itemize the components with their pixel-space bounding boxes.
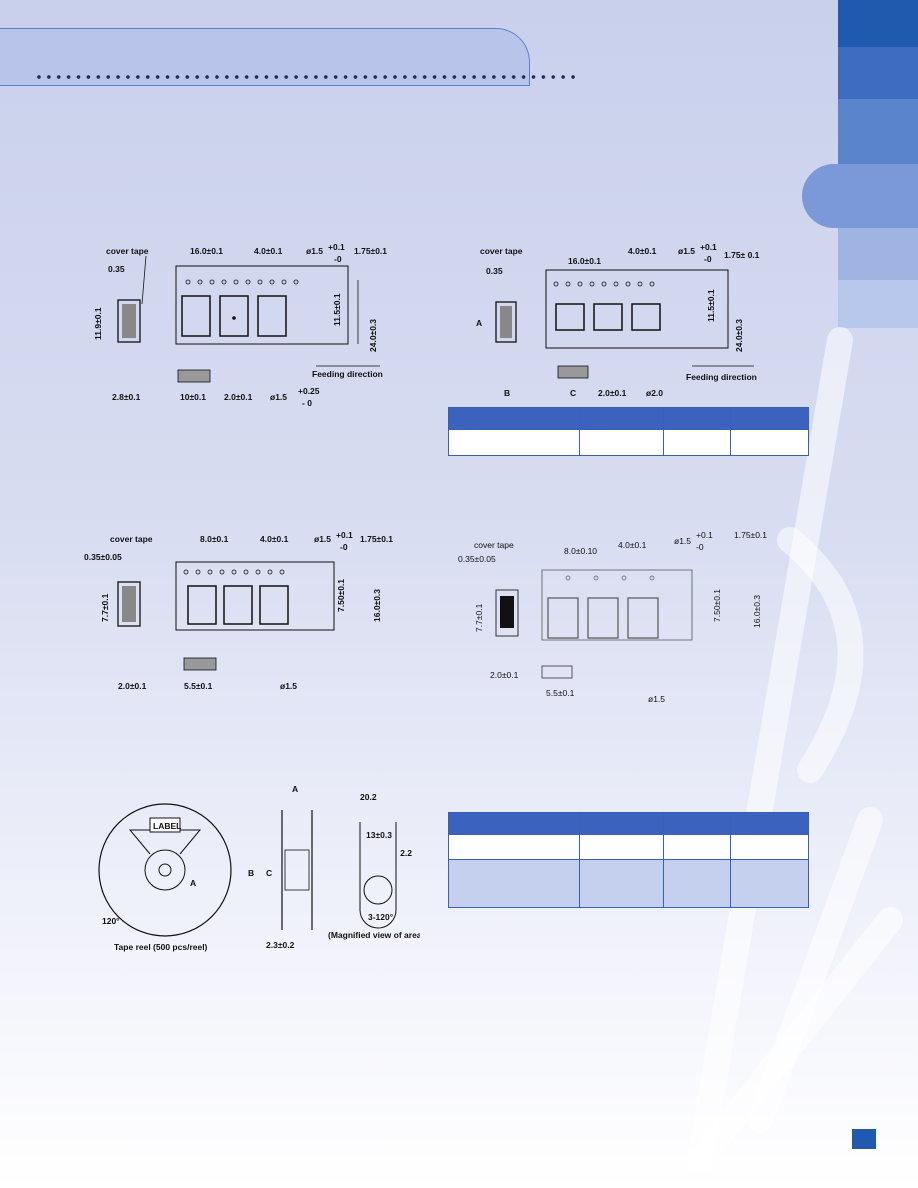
dim-pitch: 8.0±0.1 [200, 534, 229, 544]
tape-drawing-16mm-a: cover tape 0.35±0.05 7.7±0.1 8.0±0.1 4.0… [84, 530, 393, 691]
center-hole-dia: ø1.5 [270, 392, 287, 402]
reel-area-a: A [190, 878, 196, 888]
feeding-direction-label: Feeding direction [312, 369, 383, 379]
dim-hole-pitch: 4.0±0.1 [618, 540, 647, 550]
dim-thickness: 0.35±0.05 [458, 554, 496, 564]
dim-hole-tol-plus: +0.1 [336, 530, 353, 540]
cover-tape-label: cover tape [480, 246, 523, 256]
dot-leader-icon [34, 74, 579, 80]
dim-pitch: 16.0±0.1 [190, 246, 223, 256]
dim-hole-tol-plus: +0.1 [328, 242, 345, 252]
dim-hole-tol-plus: +0.1 [700, 242, 717, 252]
dim-c: 5.5±0.1 [546, 688, 575, 698]
reel-caption: Tape reel (500 pcs/reel) [114, 942, 208, 952]
dim-gap: 2.0±0.1 [598, 388, 627, 398]
center-hole-tol-minus: - 0 [302, 398, 312, 408]
dim-hole-dia: ø1.5 [314, 534, 331, 544]
reel-side-a: A [292, 784, 298, 794]
tape-drawing-16mm-b: cover tape 0.35±0.05 7.7±0.1 8.0±0.10 4.… [458, 530, 767, 704]
dim-hole-tol-plus: +0.1 [696, 530, 713, 540]
dim-thickness: 0.35 [486, 266, 503, 276]
dim-edge: 1.75±0.1 [734, 530, 767, 540]
dim-gap: 2.0±0.1 [224, 392, 253, 402]
center-hole-dia: ø2.0 [646, 388, 663, 398]
side-tab-2[interactable] [838, 47, 918, 99]
dim-height: 11.9±0.1 [93, 307, 103, 340]
dim-height: 7.7±0.1 [100, 593, 110, 622]
dim-c: 5.5±0.1 [184, 681, 213, 691]
dim-b: 2.0±0.1 [118, 681, 147, 691]
dim-hole-tol-minus: -0 [696, 542, 704, 552]
cover-tape-label: cover tape [110, 534, 153, 544]
center-hole-tol-plus: +0.25 [298, 386, 320, 396]
side-tab-6[interactable] [838, 280, 918, 328]
dim-b: 2.8±0.1 [112, 392, 141, 402]
dim-inner: 7.50±0.1 [336, 579, 346, 612]
mag-angle: 3-120° [368, 912, 394, 922]
dim-hole-pitch: 4.0±0.1 [260, 534, 289, 544]
side-tab-active[interactable] [802, 164, 918, 228]
reel-side-b: B [248, 868, 254, 878]
cover-tape-label: cover tape [474, 540, 514, 550]
reel-angle: 120° [102, 916, 120, 926]
dim-a: A [476, 318, 482, 328]
watermark-logo-icon [687, 327, 903, 1173]
mag-caption: (Magnified view of area A) [328, 930, 420, 940]
side-tab-3[interactable] [838, 99, 918, 164]
spec-table-1 [448, 407, 809, 456]
dim-height: 7.7±0.1 [474, 603, 484, 632]
dim-pitch: 16.0±0.1 [568, 256, 601, 266]
mag-slot: 2.2 [400, 848, 412, 858]
reel-side-dim: 2.3±0.2 [266, 940, 295, 950]
dim-c: 10±0.1 [180, 392, 206, 402]
dim-inner: 7.50±0.1 [712, 589, 722, 622]
center-hole-dia: ø1.5 [280, 681, 297, 691]
dim-hole-tol-minus: -0 [340, 542, 348, 552]
spec-table-2 [448, 812, 809, 908]
side-tab-1[interactable] [838, 0, 918, 47]
dim-hole-pitch: 4.0±0.1 [254, 246, 283, 256]
dim-inner: 11.5±0.1 [706, 289, 716, 322]
dim-pitch: 8.0±0.10 [564, 546, 597, 556]
dim-hole-tol-minus: -0 [334, 254, 342, 264]
dim-hole-tol-minus: -0 [704, 254, 712, 264]
page-marker-icon [852, 1129, 876, 1149]
dim-hole-pitch: 4.0±0.1 [628, 246, 657, 256]
side-tab-5[interactable] [838, 228, 918, 280]
reel-label: LABEL [153, 821, 181, 831]
tape-drawing-24mm-a: cover tape 0.35 11.9±0.1 16.0±0.1 4.0±0.… [93, 242, 387, 408]
dim-edge: 1.75±0.1 [360, 534, 393, 544]
dim-b: 2.0±0.1 [490, 670, 519, 680]
mag-width: 20.2 [360, 792, 377, 802]
dim-b: B [504, 388, 510, 398]
reel-side-c: C [266, 868, 272, 878]
dim-width: 24.0±0.3 [734, 319, 744, 352]
dim-width: 24.0±0.3 [368, 319, 378, 352]
dim-hole-dia: ø1.5 [674, 536, 691, 546]
tape-reel-drawing: LABEL A 120° Tape reel (500 pcs/reel) A … [98, 784, 420, 952]
dim-edge: 1.75± 0.1 [724, 250, 760, 260]
dim-thickness: 0.35±0.05 [84, 552, 122, 562]
tape-drawing-24mm-b: cover tape 0.35 A 16.0±0.1 4.0±0.1 ø1.5 … [476, 242, 760, 398]
dim-hole-dia: ø1.5 [306, 246, 323, 256]
center-hole-dia: ø1.5 [648, 694, 665, 704]
cover-tape-label: cover tape [106, 246, 149, 256]
dim-width: 16.0±0.3 [752, 595, 762, 628]
feeding-direction-label: Feeding direction [686, 372, 757, 382]
dim-width: 16.0±0.3 [372, 589, 382, 622]
dim-hole-dia: ø1.5 [678, 246, 695, 256]
dim-edge: 1.75±0.1 [354, 246, 387, 256]
mag-hub: 13±0.3 [366, 830, 392, 840]
dim-thickness: 0.35 [108, 264, 125, 274]
dim-inner: 11.5±0.1 [332, 293, 342, 326]
dim-c: C [570, 388, 576, 398]
